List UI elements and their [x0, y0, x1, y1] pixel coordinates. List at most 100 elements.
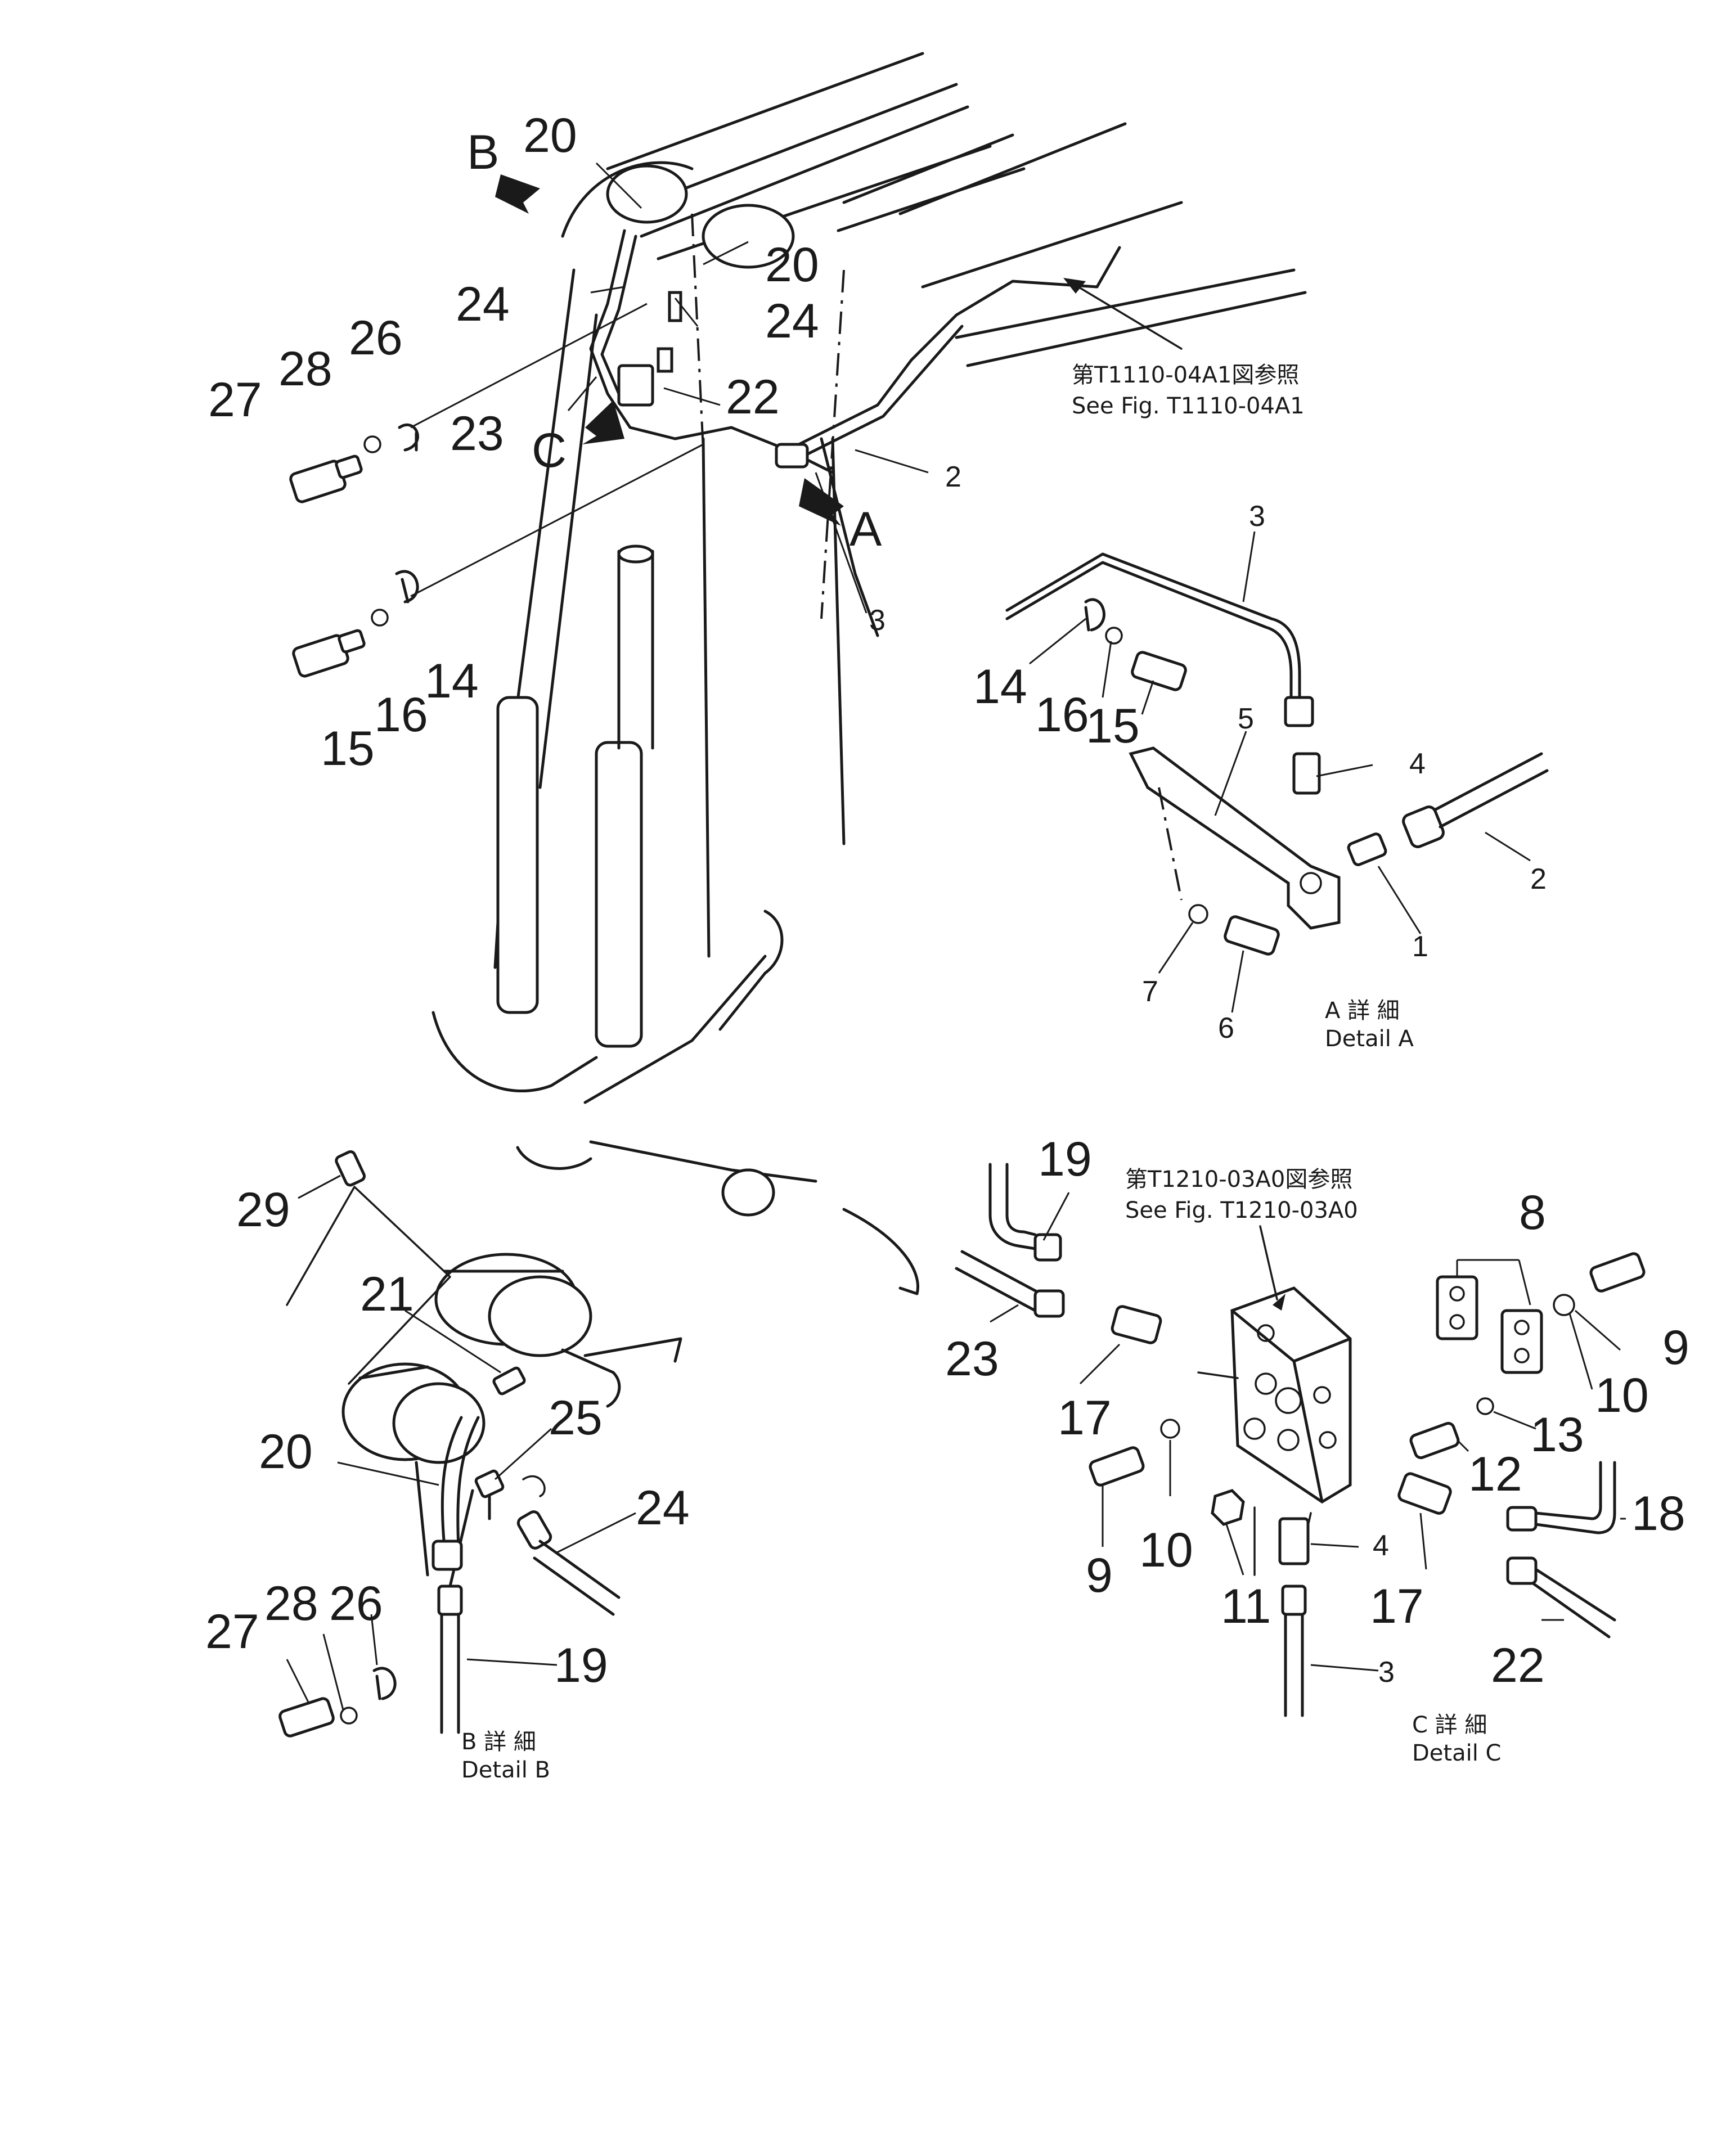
callout: 14: [425, 654, 479, 708]
hydraulic-line-main: [589, 229, 834, 474]
callout: 25: [549, 1391, 603, 1445]
pipe-3-c: [1284, 1613, 1304, 1717]
callout: 13: [1530, 1408, 1584, 1462]
callout: 2: [1530, 863, 1547, 895]
callout: 23: [945, 1332, 999, 1386]
view-arrow-a: [799, 478, 844, 526]
caption-detail-c-jp: C 詳 細: [1412, 1712, 1487, 1738]
callout: 10: [1139, 1523, 1193, 1577]
callout: 5: [1238, 703, 1254, 735]
callout: 7: [1142, 975, 1158, 1008]
boom-outline: [606, 52, 992, 260]
caption-detail-b-en: Detail B: [461, 1757, 550, 1783]
caption-detail-a-jp: A 詳 細: [1325, 998, 1400, 1024]
union-17-right: [1397, 1472, 1452, 1515]
callout: 4: [1373, 1529, 1389, 1562]
main-view: [289, 52, 1307, 1295]
caption-detail-b-jp: B 詳 細: [461, 1729, 536, 1755]
callout: 27: [205, 1605, 259, 1659]
callout: 20: [259, 1425, 313, 1479]
callout: 11: [1221, 1579, 1271, 1633]
detail-b: [278, 1150, 682, 1738]
callout: 12: [1468, 1447, 1522, 1501]
callout: 19: [1038, 1132, 1092, 1186]
detail-a: [1005, 531, 1549, 1013]
callout: 28: [278, 342, 332, 396]
reference-note-c-jp: 第T1210-03A0図参照: [1125, 1167, 1352, 1192]
view-marker-b: B: [467, 125, 499, 179]
pipe-18: [1534, 1461, 1616, 1534]
junction-block-c: [617, 364, 654, 407]
hose-fitting-a: [775, 443, 809, 469]
adapter-4: [1292, 752, 1321, 795]
pipe-22: [1531, 1568, 1616, 1639]
callout: 24: [765, 294, 819, 348]
callout: 6: [1218, 1012, 1234, 1045]
callout: 4: [1409, 748, 1426, 780]
callout: 10: [1595, 1369, 1649, 1423]
callout: 26: [349, 311, 403, 365]
boom-pivot-lower: [702, 204, 795, 269]
view-marker-c: C: [532, 424, 567, 478]
view-arrow-c: [582, 400, 624, 444]
bracket-5: [1129, 746, 1341, 930]
plate-8-right: [1500, 1309, 1543, 1374]
callout: 1: [1412, 930, 1428, 963]
callout: 22: [726, 370, 780, 424]
callout: 14: [973, 660, 1027, 714]
hose-20: [441, 1416, 463, 1549]
clamp-assembly-middle: [292, 570, 419, 678]
cylinder-left: [496, 696, 539, 1014]
pipe-23-c: [955, 1250, 1042, 1312]
callout: 24: [636, 1481, 690, 1535]
callout: 3: [869, 604, 886, 637]
callout: 3: [1249, 500, 1265, 533]
detail-c: [955, 1163, 1646, 1717]
callout: 20: [523, 109, 577, 163]
cylinder-center: [595, 741, 643, 1048]
grease-fitting-29: [335, 1150, 366, 1187]
callout: 16: [1035, 688, 1089, 742]
callout: 27: [208, 373, 262, 427]
callout: 26: [329, 1577, 383, 1631]
reference-note-en: See Fig. T1110-04A1: [1072, 393, 1305, 419]
pipe-19-c: [988, 1163, 1037, 1250]
connector-1: [1347, 832, 1387, 866]
callout: 17: [1370, 1579, 1424, 1633]
callout: 2: [945, 461, 961, 493]
callout: 29: [236, 1183, 290, 1237]
callout: 16: [374, 688, 428, 742]
reference-note-jp: 第T1110-04A1図参照: [1072, 362, 1299, 388]
reference-note-c-en: See Fig. T1210-03A0: [1125, 1198, 1358, 1223]
nut-11: [1211, 1489, 1245, 1526]
callout: 17: [1058, 1391, 1112, 1445]
callout: 18: [1631, 1487, 1685, 1541]
view-marker-a: A: [849, 502, 882, 556]
hose-end-2: [1402, 805, 1445, 848]
callout: 23: [450, 407, 504, 461]
pipe-19: [440, 1613, 460, 1734]
reference-arrow: [1068, 280, 1183, 350]
callout: 9: [1662, 1321, 1689, 1375]
callout: 19: [554, 1639, 608, 1693]
callout: 8: [1519, 1186, 1546, 1240]
pipe-3: [1005, 552, 1301, 699]
callout: 15: [321, 722, 375, 776]
callout: 22: [1491, 1639, 1545, 1693]
caption-detail-a-en: Detail A: [1325, 1026, 1414, 1052]
union-17-left: [1111, 1305, 1162, 1344]
hydraulic-line-to-frame: [786, 246, 1121, 452]
callout: 24: [456, 277, 510, 331]
clamp-assembly-upper: [289, 423, 419, 503]
boom-pivot-upper: [606, 164, 688, 224]
callout: 15: [1086, 699, 1140, 753]
hose-24: [533, 1540, 621, 1616]
callout: 3: [1378, 1656, 1395, 1689]
callout: 21: [360, 1267, 414, 1321]
callout: 20: [765, 238, 819, 292]
view-arrow-b: [495, 174, 540, 214]
valve-block: [1230, 1286, 1352, 1504]
linkage-pin: [721, 1168, 775, 1217]
callout: 28: [264, 1577, 318, 1631]
